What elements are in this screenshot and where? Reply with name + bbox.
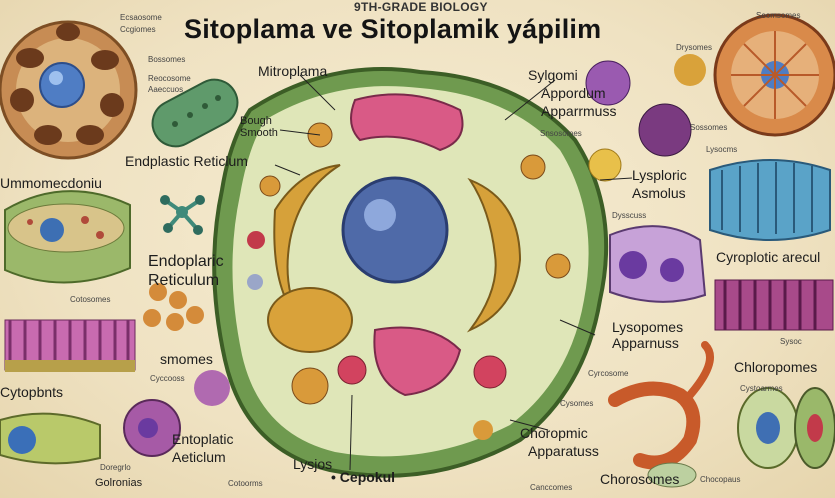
right-cylinder <box>709 159 831 241</box>
label-cytopbnts: Cytopbnts <box>0 384 64 400</box>
bottom-right-cells <box>647 387 835 488</box>
tiny-label: Reocosome <box>148 74 191 83</box>
top-right-cell <box>713 13 835 137</box>
label-entoplatic: Entoplatic <box>172 431 234 447</box>
right-cell-cluster <box>609 225 707 303</box>
tiny-label: Lysocms <box>706 145 738 154</box>
left-folds <box>4 319 136 372</box>
tiny-label: Aaeccuos <box>148 85 184 94</box>
label-chorosomes: Chorosomes <box>600 471 680 487</box>
label-lysopomes: Lysopomes <box>612 319 684 335</box>
label-apparrmuss: Apparrmuss <box>541 103 617 119</box>
tiny-label: Cystoarmes <box>740 384 783 393</box>
label-apparnuss: Apparnuss <box>612 335 679 351</box>
tiny-label: Ecsaosome <box>120 13 162 22</box>
leader-lines <box>274 74 633 471</box>
label-choropmic: Choropmic <box>520 425 588 441</box>
tiny-label: Cotoorms <box>228 479 263 488</box>
tiny-label: Sysoc <box>780 337 802 346</box>
tiny-label: Cyccooss <box>150 374 185 383</box>
page-title: Sitoplama ve Sitoplamik yápilim <box>184 14 602 44</box>
tiny-label: Ccgiomes <box>120 25 156 34</box>
label-cepokul: • Cepokul <box>331 469 396 485</box>
label-mitroplama: Mitroplama <box>258 63 328 79</box>
tiny-label: Doregrlo <box>100 463 131 472</box>
branched-organelle <box>160 195 205 235</box>
label-lysjos: Lysjos <box>293 456 333 472</box>
label-golronias: Golronias <box>95 477 143 489</box>
tiny-label: Cyrcosome <box>588 369 629 378</box>
label-smomes: smomes <box>160 351 213 367</box>
label-appordum: Appordum <box>541 85 606 101</box>
label-reticulum: Reticulum <box>148 272 220 289</box>
right-folds <box>714 279 834 331</box>
tiny-label: Cysomes <box>560 399 594 408</box>
label-sylgomi: Sylgomi <box>528 67 578 83</box>
label-chloropomes: Chloropomes <box>734 359 818 375</box>
tiny-label: Seomsomes <box>756 11 801 20</box>
purple-vesicle <box>123 370 230 457</box>
bottom-left-cell <box>0 412 101 465</box>
label-endoplaric: Endoplaric <box>148 253 224 270</box>
tiny-label: Sossomes <box>690 123 728 132</box>
tiny-label: Snsosomes <box>540 129 582 138</box>
tiny-label: Chocopaus <box>700 475 741 484</box>
label-bough: Bough <box>240 115 272 127</box>
label-cyroplotic: Cyroplotic arecul <box>716 249 821 265</box>
right-vesicles <box>585 54 706 182</box>
label-asmolus: Asmolus <box>632 185 686 201</box>
label-apparatuss: Apparatuss <box>528 443 599 459</box>
main-cell <box>212 67 609 478</box>
tiny-label: Bossomes <box>148 55 186 64</box>
scorpion-figure <box>608 341 714 470</box>
tiny-label: Canccomes <box>530 483 573 492</box>
label-endplastic-reticulum: Endplastic Reticlum <box>125 153 248 169</box>
supertitle: 9TH-GRADE BIOLOGY <box>354 0 488 14</box>
tiny-label: Drysomes <box>676 43 713 52</box>
label-immomecdoniu: Ummomecdoniu <box>0 175 102 191</box>
left-tray-cell <box>4 190 131 284</box>
label-lysploric: Lysploric <box>632 167 687 183</box>
tiny-label: Dysscuss <box>612 211 647 220</box>
top-left-cell <box>0 20 138 160</box>
orange-vesicles <box>143 283 204 331</box>
label-aeticlum: Aeticlum <box>172 449 226 465</box>
tiny-label: Cotosomes <box>70 295 111 304</box>
label-smooth: Smooth <box>240 127 278 139</box>
capsule-organelle <box>151 78 239 148</box>
